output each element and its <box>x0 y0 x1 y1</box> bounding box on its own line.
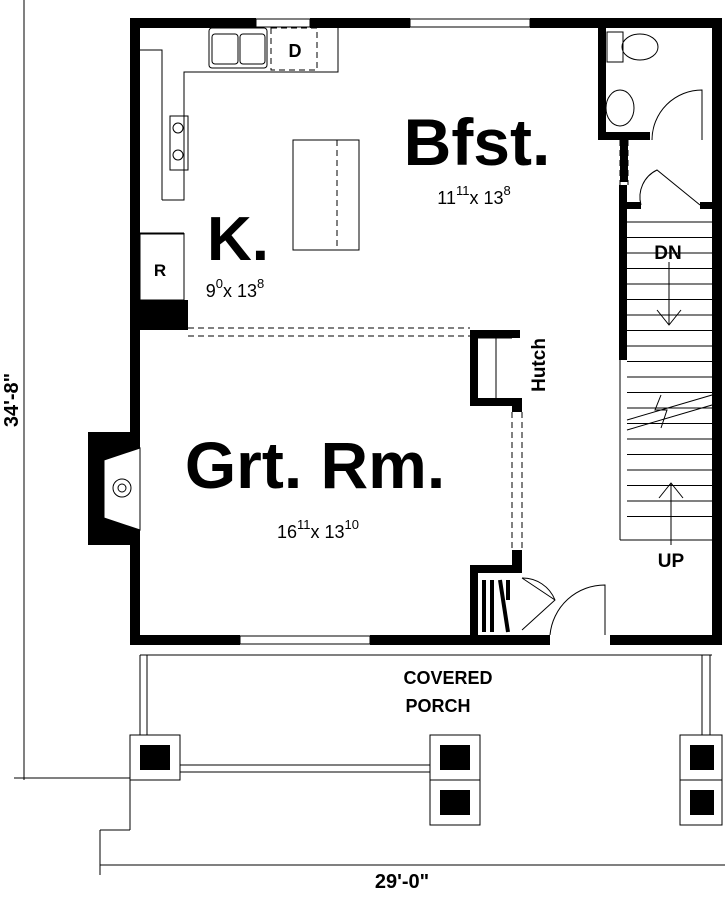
interior-walls <box>140 300 523 568</box>
staircase <box>619 169 715 545</box>
great-room-label: Grt. Rm. <box>185 428 445 502</box>
svg-text:R: R <box>154 261 166 280</box>
dishwasher: D <box>270 27 318 71</box>
porch-column <box>679 779 723 826</box>
exterior-walls <box>130 18 722 645</box>
porch-column <box>679 734 723 781</box>
refrigerator: R <box>139 233 185 301</box>
sink <box>208 27 268 69</box>
range <box>169 115 189 171</box>
stairs-up-label: UP <box>658 551 685 572</box>
hutch-label: Hutch <box>529 338 550 392</box>
porch-column <box>429 779 481 826</box>
covered-porch <box>100 654 712 831</box>
great-room-dimensions: 1611x 1310 <box>277 517 359 542</box>
kitchen-dimensions: 90x 138 <box>206 276 265 301</box>
dimension-lines <box>14 0 725 875</box>
breakfast-dimensions: 1111x 138 <box>437 183 510 208</box>
porch-label-line2: PORCH <box>405 696 470 716</box>
stairs-down-label: DN <box>654 243 681 264</box>
windows <box>239 18 531 645</box>
porch-columns <box>129 734 723 826</box>
breakfast-label: Bfst. <box>404 105 551 179</box>
fireplace <box>88 432 141 545</box>
svg-text:D: D <box>289 41 302 61</box>
depth-dimension: 34'-8" <box>1 373 23 427</box>
kitchen-island <box>292 139 360 251</box>
powder-room <box>598 28 703 185</box>
porch-column <box>129 734 181 781</box>
porch-label-line1: COVERED <box>403 668 492 688</box>
width-dimension: 29'-0" <box>375 871 429 893</box>
porch-column <box>429 734 481 781</box>
coat-closet <box>470 565 556 640</box>
entry-door[interactable] <box>549 584 606 636</box>
kitchen-label: K. <box>207 205 269 274</box>
